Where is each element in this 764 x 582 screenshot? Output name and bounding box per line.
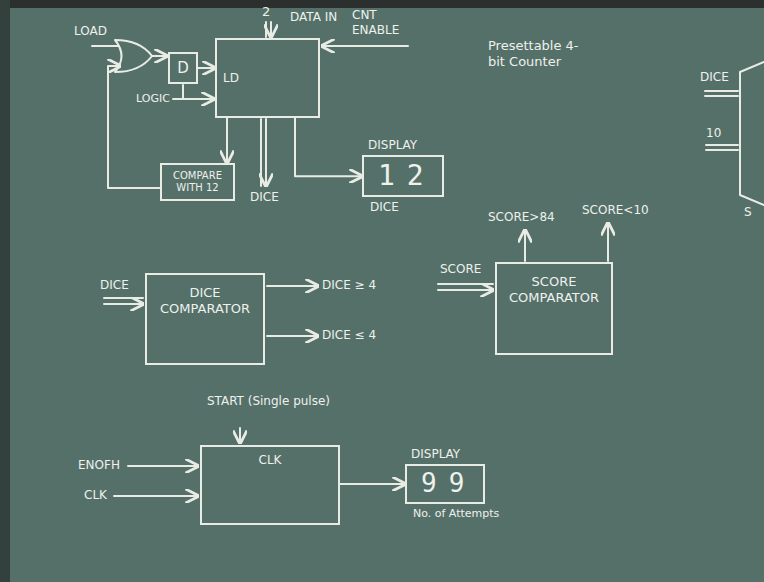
note: Presettable 4-bit Counter [488, 38, 580, 71]
comparator-box: DICE COMPARATOR [145, 273, 265, 365]
signal-name: DICE [100, 278, 129, 293]
signal-name: DICE [250, 190, 279, 205]
bus [705, 91, 738, 96]
bus [270, 22, 272, 37]
feedback-wire [108, 66, 160, 188]
signal-name: 10 [706, 126, 721, 141]
display-digits: 12 [378, 159, 436, 193]
display-heading: DISPLAY [405, 447, 517, 461]
signal-name: LOGIC [136, 92, 170, 106]
display-caption: No. of Attempts [405, 507, 517, 520]
signal-name: SCORE [440, 262, 481, 277]
wire [607, 223, 609, 261]
wire [267, 285, 318, 287]
box-text: D [172, 59, 194, 77]
flip-flop-box: D [168, 52, 198, 84]
signal-name: START (Single pulse) [205, 394, 330, 409]
bus [104, 303, 143, 305]
or-gate [115, 40, 152, 72]
wire [92, 45, 119, 47]
signal-name: SCORE>84 [488, 210, 555, 225]
counter-box: LD [215, 38, 320, 118]
display-frame: 99 [405, 464, 485, 503]
display-unit: DISPLAY 99No. of Attempts [405, 447, 517, 520]
wire [239, 428, 241, 443]
display-caption: DICE [362, 200, 454, 214]
board-frame [0, 0, 764, 8]
signal-name: ENOFH [78, 458, 120, 473]
connector [226, 118, 228, 163]
connector [198, 67, 215, 69]
clock-wire [182, 85, 184, 99]
bus [706, 145, 738, 150]
board-frame [0, 0, 10, 582]
bus-width: 2 [262, 4, 270, 20]
signal-name: CLK [84, 488, 107, 503]
signal-name: LOAD [74, 24, 107, 39]
display-frame: 12 [362, 155, 444, 197]
bus [104, 297, 143, 299]
bus [260, 119, 262, 186]
wire [524, 230, 526, 261]
counter-box: CLK [200, 445, 340, 525]
wire [152, 55, 167, 57]
signal-name: CNT ENABLE [352, 8, 410, 38]
comparator-box: SCORE COMPARATOR [495, 262, 613, 355]
box-text: COMPARE WITH 12 [165, 170, 230, 194]
box-text: CLK [208, 453, 332, 467]
wire [128, 465, 198, 467]
box-text: DICE COMPARATOR [153, 285, 257, 316]
box-text: LD [223, 71, 312, 85]
bus [438, 289, 493, 291]
signal-name: DICE [700, 70, 729, 85]
mux-symbol [740, 62, 764, 205]
display-digits: 99 [421, 468, 477, 499]
bus [265, 119, 267, 186]
wire [114, 495, 198, 497]
signal-name: DICE ≥ 4 [322, 278, 376, 293]
connector [340, 483, 405, 485]
wire [267, 335, 318, 337]
clock-wire [173, 98, 214, 100]
display-heading: DISPLAY [362, 138, 454, 152]
connector [295, 118, 362, 176]
signal-name: S [744, 205, 752, 220]
wire [322, 45, 408, 47]
bus [265, 22, 267, 37]
box-text: SCORE COMPARATOR [503, 274, 605, 305]
display-unit: DISPLAY 12DICE [362, 138, 454, 214]
signal-name: DATA IN [290, 10, 337, 25]
comparator-box: COMPARE WITH 12 [160, 163, 235, 201]
bus [438, 283, 493, 285]
signal-name: SCORE<10 [582, 203, 649, 218]
signal-name: DICE ≤ 4 [322, 328, 376, 343]
